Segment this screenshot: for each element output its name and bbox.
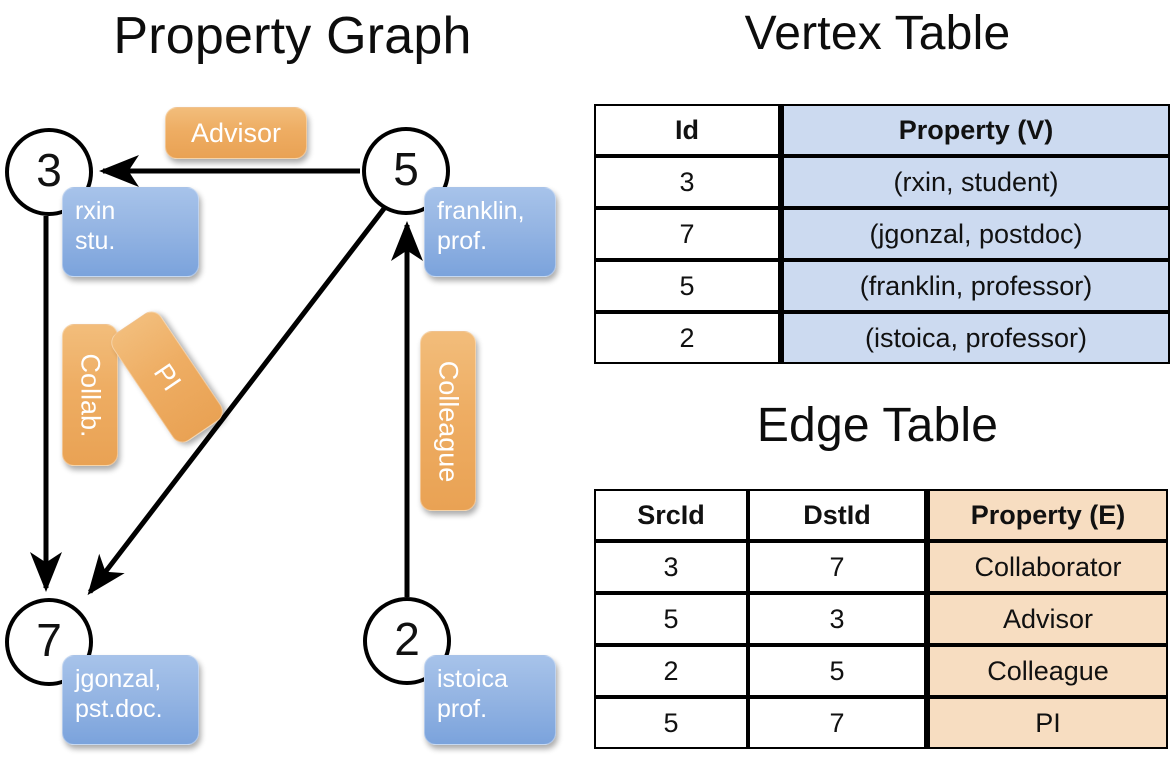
vertex-table-cell-property: (rxin, student) xyxy=(780,156,1170,208)
vertex-property-box-5-line1: franklin, xyxy=(437,197,525,225)
vertex-table-header-id: Id xyxy=(594,104,780,156)
table-row: 7 (jgonzal, postdoc) xyxy=(594,208,1170,260)
vertex-property-box-2: istoica prof. xyxy=(424,655,556,745)
vertex-property-box-7-line1: jgonzal, xyxy=(75,665,162,693)
vertex-table-cell-property: (istoica, professor) xyxy=(780,312,1170,364)
graph-node-3-label: 3 xyxy=(36,144,62,196)
edge-table-header-dstid: DstId xyxy=(748,489,926,541)
table-row: 3 (rxin, student) xyxy=(594,156,1170,208)
graph-node-7-label: 7 xyxy=(36,614,62,666)
vertex-property-box-2-line1: istoica xyxy=(437,665,508,693)
edge-table: SrcId DstId Property (E) 3 7 Collaborato… xyxy=(594,489,1168,749)
edge-table-cell-srcid: 2 xyxy=(594,645,748,697)
vertex-property-box-7: jgonzal, pst.doc. xyxy=(62,655,199,745)
edge-label-collab-text: Collab. xyxy=(75,352,106,438)
edge-label-colleague: Colleague xyxy=(420,331,476,511)
vertex-property-box-3: rxin stu. xyxy=(62,187,199,277)
edge-table-header-srcid: SrcId xyxy=(594,489,748,541)
edge-table-cell-dstid: 7 xyxy=(748,541,926,593)
vertex-table-cell-id: 3 xyxy=(594,156,780,208)
edge-table-cell-dstid: 5 xyxy=(748,645,926,697)
page-title-property-graph: Property Graph xyxy=(113,7,472,65)
graph-node-2[interactable]: 2 xyxy=(363,597,451,685)
graph-node-2-label: 2 xyxy=(394,613,420,665)
table-row: 2 (istoica, professor) xyxy=(594,312,1170,364)
table-row: 3 7 Collaborator xyxy=(594,541,1168,593)
edge-label-colleague-text: Colleague xyxy=(433,360,464,482)
vertex-table-cell-id: 2 xyxy=(594,312,780,364)
edge-table-cell-dstid: 3 xyxy=(748,593,926,645)
vertex-property-box-5: franklin, prof. xyxy=(424,187,556,277)
edge-label-pi-text: PI xyxy=(147,357,187,396)
edge-table-cell-property: Collaborator xyxy=(926,541,1168,593)
table-row: 5 (franklin, professor) xyxy=(594,260,1170,312)
graph-node-5-label: 5 xyxy=(393,143,419,195)
edge-table-cell-property: Colleague xyxy=(926,645,1168,697)
page-title-edge-table: Edge Table xyxy=(756,399,999,452)
vertex-table-cell-id: 5 xyxy=(594,260,780,312)
graph-edge-5-7 xyxy=(87,204,388,596)
vertex-table-cell-property: (jgonzal, postdoc) xyxy=(780,208,1170,260)
table-row: 2 5 Colleague xyxy=(594,645,1168,697)
edge-label-advisor: Advisor xyxy=(165,107,307,159)
vertex-table-cell-property: (franklin, professor) xyxy=(780,260,1170,312)
vertex-property-box-3-line2: stu. xyxy=(75,226,116,255)
graph-edge-lines xyxy=(30,155,423,597)
graph-node-5[interactable]: 5 xyxy=(362,127,450,215)
vertex-property-box-5-line2: prof. xyxy=(437,226,488,255)
property-graph-diagram: 3 5 7 2 rxin stu. franklin, prof. jgonza… xyxy=(5,107,556,745)
edge-table-cell-property: PI xyxy=(926,697,1168,749)
table-header-row: Id Property (V) xyxy=(594,104,1170,156)
vertex-table: Id Property (V) 3 (rxin, student) 7 (jgo… xyxy=(594,104,1170,364)
edge-table-cell-srcid: 5 xyxy=(594,697,748,749)
vertex-property-box-7-line2: pst.doc. xyxy=(75,694,163,723)
vertex-table-header-property: Property (V) xyxy=(780,104,1170,156)
edge-label-advisor-text: Advisor xyxy=(190,117,282,148)
edge-table-cell-srcid: 5 xyxy=(594,593,748,645)
edge-table-header-property: Property (E) xyxy=(926,489,1168,541)
table-row: 5 3 Advisor xyxy=(594,593,1168,645)
vertex-property-box-3-line1: rxin xyxy=(75,197,116,225)
page-title-vertex-table: Vertex Table xyxy=(744,7,1011,60)
table-row: 5 7 PI xyxy=(594,697,1168,749)
vertex-table-cell-id: 7 xyxy=(594,208,780,260)
edge-table-cell-srcid: 3 xyxy=(594,541,748,593)
table-header-row: SrcId DstId Property (E) xyxy=(594,489,1168,541)
edge-table-cell-dstid: 7 xyxy=(748,697,926,749)
edge-table-cell-property: Advisor xyxy=(926,593,1168,645)
edge-label-collab: Collab. xyxy=(62,324,118,466)
vertex-property-box-2-line2: prof. xyxy=(437,694,488,723)
